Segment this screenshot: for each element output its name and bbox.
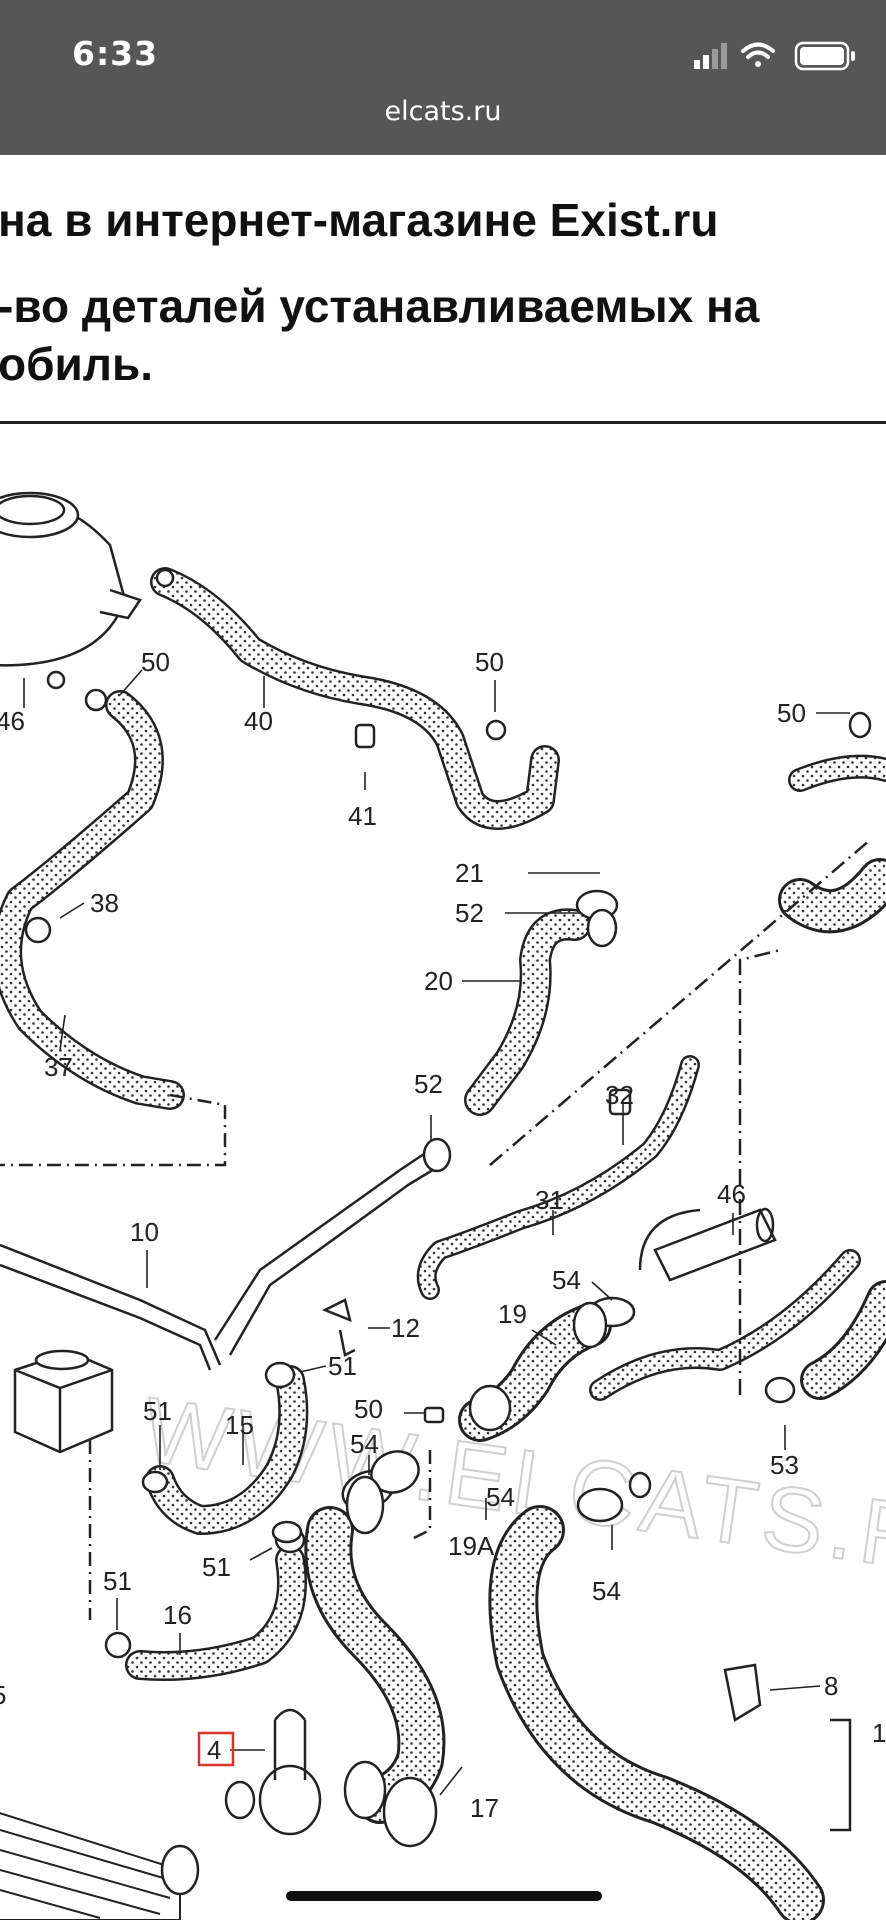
label-10[interactable]: 10 bbox=[130, 1217, 159, 1247]
heading-line-2: -во деталей устанавливаемых на bbox=[0, 280, 760, 332]
address-bar-url[interactable]: elcats.ru bbox=[384, 96, 502, 127]
label-20[interactable]: 20 bbox=[424, 966, 453, 996]
pipes bbox=[0, 839, 871, 1832]
leader-lines bbox=[23, 669, 850, 1796]
label-1[interactable]: 1 bbox=[872, 1718, 886, 1748]
label-54[interactable]: 54 bbox=[552, 1265, 581, 1295]
label-54[interactable]: 54 bbox=[592, 1576, 621, 1606]
heading-line-3: обиль. bbox=[0, 338, 154, 390]
label-54[interactable]: 54 bbox=[350, 1429, 379, 1459]
label-40[interactable]: 40 bbox=[244, 706, 273, 736]
label-19[interactable]: 19 bbox=[498, 1299, 527, 1329]
label-17[interactable]: 17 bbox=[470, 1793, 499, 1823]
label-8[interactable]: 8 bbox=[824, 1671, 838, 1701]
part-labels: 46 40 50 50 50 41 38 37 21 52 20 52 32 3… bbox=[0, 647, 886, 1823]
label-37[interactable]: 37 bbox=[44, 1052, 73, 1082]
label-51[interactable]: 51 bbox=[202, 1552, 231, 1582]
label-32[interactable]: 32 bbox=[605, 1080, 634, 1110]
expansion-tank bbox=[0, 491, 142, 667]
label-52[interactable]: 52 bbox=[414, 1069, 443, 1099]
status-icons bbox=[694, 41, 855, 71]
label-19A[interactable]: 19A bbox=[448, 1531, 495, 1561]
label-51[interactable]: 51 bbox=[143, 1396, 172, 1426]
label-5[interactable]: 5 bbox=[0, 1680, 6, 1710]
status-time: 6:33 bbox=[72, 34, 159, 73]
label-41[interactable]: 41 bbox=[348, 801, 377, 831]
signal-icon bbox=[694, 43, 727, 69]
label-54[interactable]: 54 bbox=[486, 1482, 515, 1512]
label-31[interactable]: 31 bbox=[535, 1185, 564, 1215]
reservoir bbox=[13, 1349, 114, 1454]
wifi-icon bbox=[741, 42, 775, 67]
clamps bbox=[24, 568, 872, 1896]
heading-line-1: на в интернет-магазине Exist.ru bbox=[0, 194, 719, 246]
label-12[interactable]: 12 bbox=[391, 1313, 420, 1343]
home-indicator[interactable] bbox=[286, 1891, 602, 1901]
battery-icon bbox=[794, 41, 855, 71]
divider bbox=[0, 421, 886, 424]
label-21[interactable]: 21 bbox=[455, 858, 484, 888]
label-16[interactable]: 16 bbox=[163, 1600, 192, 1630]
label-50[interactable]: 50 bbox=[141, 647, 170, 677]
label-4[interactable]: 4 bbox=[207, 1735, 221, 1765]
label-50[interactable]: 50 bbox=[475, 647, 504, 677]
radiator bbox=[0, 1812, 181, 1920]
label-50[interactable]: 50 bbox=[354, 1394, 383, 1424]
highlight-box bbox=[197, 1731, 235, 1767]
page-content: на в интернет-магазине Exist.ru -во дета… bbox=[0, 155, 886, 1920]
label-38[interactable]: 38 bbox=[90, 888, 119, 918]
status-bar: 6:33 elcats.ru bbox=[0, 0, 886, 155]
parts-diagram[interactable]: WWW.ELCATS.RU bbox=[0, 155, 886, 1920]
label-51[interactable]: 51 bbox=[328, 1351, 357, 1381]
label-50[interactable]: 50 bbox=[777, 698, 806, 728]
label-15[interactable]: 15 bbox=[225, 1410, 254, 1440]
label-46[interactable]: 46 bbox=[717, 1179, 746, 1209]
label-52[interactable]: 52 bbox=[455, 898, 484, 928]
label-46[interactable]: 46 bbox=[0, 706, 25, 736]
label-51[interactable]: 51 bbox=[103, 1566, 132, 1596]
label-53[interactable]: 53 bbox=[770, 1450, 799, 1480]
